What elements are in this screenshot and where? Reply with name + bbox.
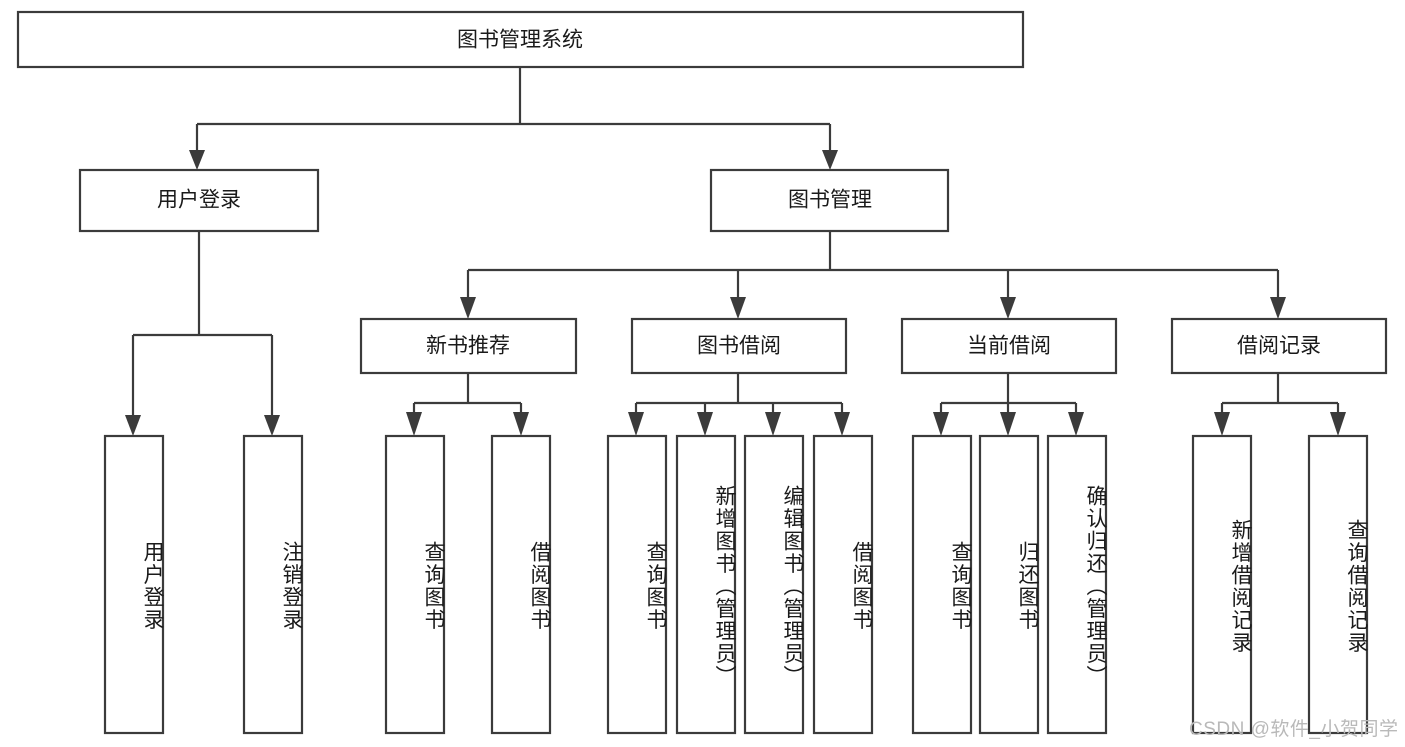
node-label-book-borrow: 图书借阅: [697, 335, 781, 358]
leaf-box-user-login[interactable]: [103, 434, 165, 735]
node-user-login[interactable]: 用户登录: [78, 168, 320, 233]
leaf-box-borrow-book-1[interactable]: [490, 434, 552, 735]
connector-borrowrecord-to-leaves: [1214, 373, 1346, 436]
watermark-text: CSDN @软件_小贺同学: [1189, 719, 1399, 740]
connector-userlogin-to-leaves: [125, 231, 280, 436]
node-new-book-recommend[interactable]: 新书推荐: [359, 317, 578, 375]
leaf-box-borrow-book-2[interactable]: [812, 434, 874, 735]
leaf-box-return-book[interactable]: [978, 434, 1040, 735]
connector-root-to-level2: [189, 67, 838, 170]
node-book-management[interactable]: 图书管理: [709, 168, 950, 233]
node-label-user-login: 用户登录: [157, 189, 241, 212]
connector-bookborrow-to-leaves: [628, 373, 850, 436]
node-label-root: 图书管理系统: [457, 29, 583, 52]
node-label-current-borrow: 当前借阅: [967, 335, 1051, 358]
leaf-box-logout[interactable]: [242, 434, 304, 735]
leaf-box-query-book-3[interactable]: [911, 434, 973, 735]
node-root-system[interactable]: 图书管理系统: [16, 10, 1025, 69]
leaf-box-edit-book[interactable]: [743, 434, 805, 735]
node-label-borrow-record: 借阅记录: [1237, 335, 1321, 358]
leaf-boxes: [103, 434, 1369, 735]
node-current-borrow[interactable]: 当前借阅: [900, 317, 1118, 375]
node-label-new-book-recommend: 新书推荐: [426, 335, 510, 358]
node-borrow-record[interactable]: 借阅记录: [1170, 317, 1388, 375]
leaf-box-add-record[interactable]: [1191, 434, 1253, 735]
leaf-box-query-book-1[interactable]: [384, 434, 446, 735]
leaf-box-add-book[interactable]: [675, 434, 737, 735]
leaf-box-query-book-2[interactable]: [606, 434, 668, 735]
connector-currentborrow-to-leaves: [933, 373, 1084, 436]
connector-newbook-to-leaves: [406, 373, 529, 436]
node-label-book-management: 图书管理: [788, 189, 872, 212]
node-book-borrow[interactable]: 图书借阅: [630, 317, 848, 375]
leaf-box-query-record[interactable]: [1307, 434, 1369, 735]
connector-bookmgmt-to-level3: [460, 231, 1286, 319]
leaf-box-confirm-return[interactable]: [1046, 434, 1108, 735]
